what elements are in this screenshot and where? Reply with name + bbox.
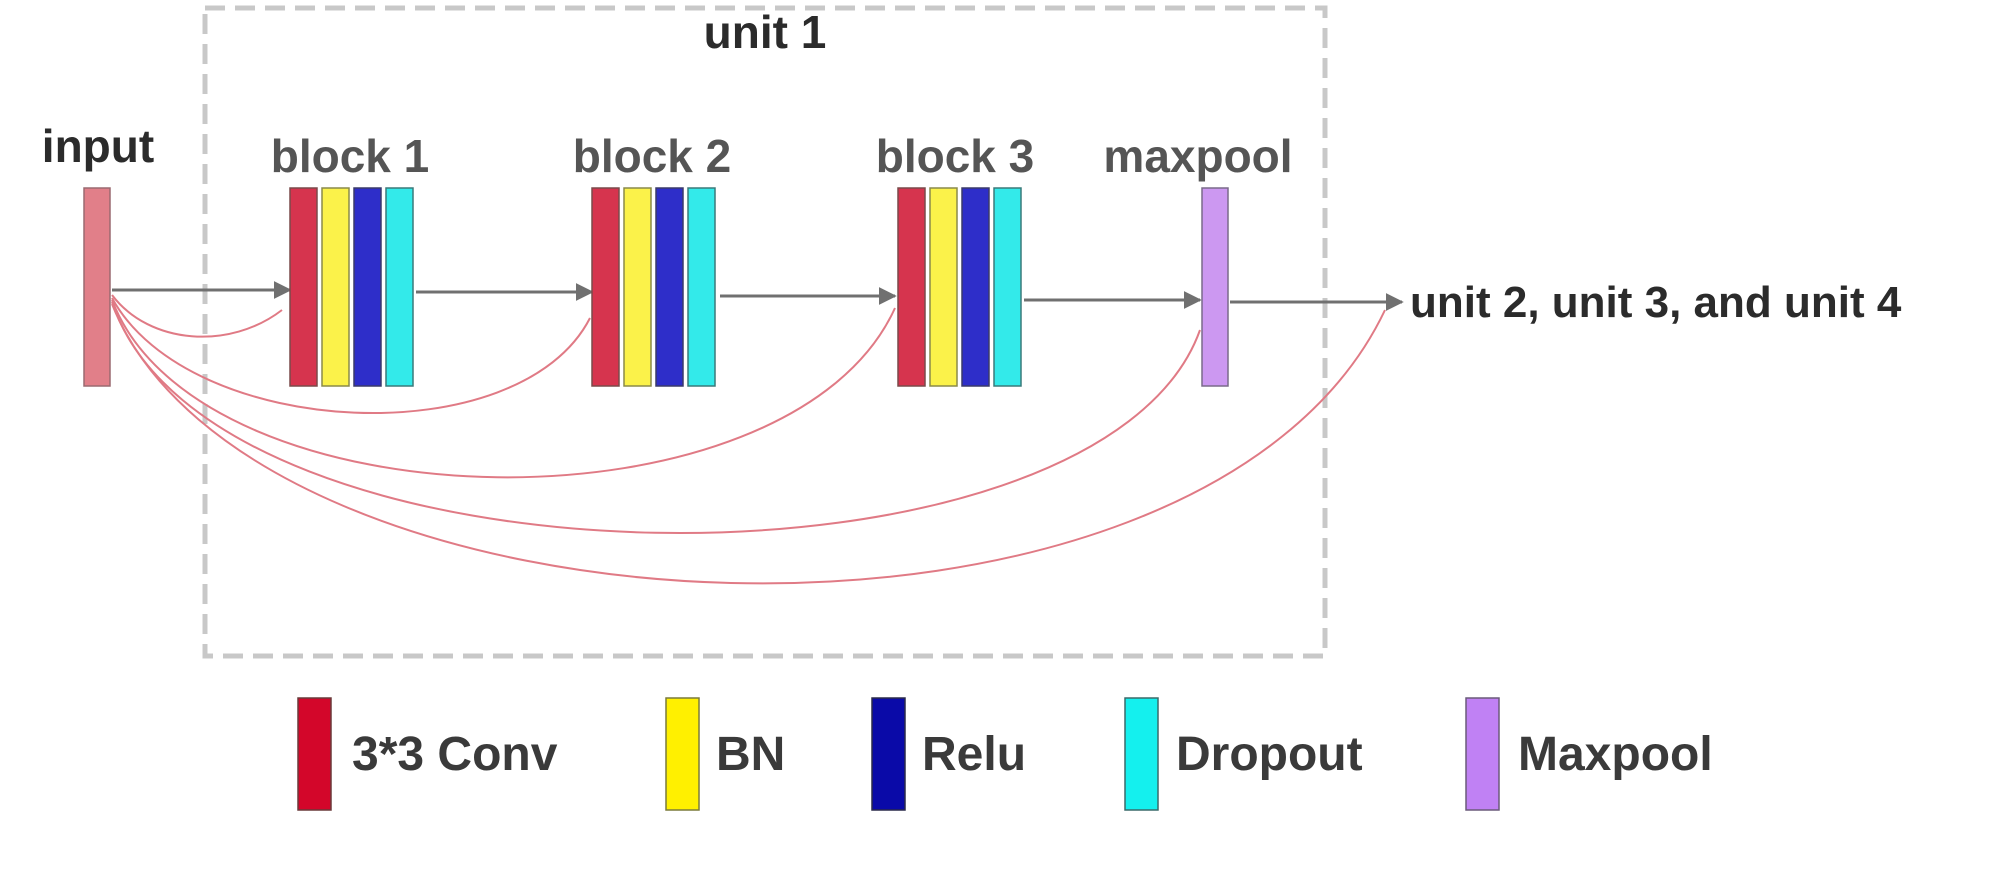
block-3-dropout xyxy=(993,187,1022,387)
block-1-relu xyxy=(353,187,382,387)
legend-swatch-relu xyxy=(871,697,906,811)
input-label: input xyxy=(42,120,154,172)
maxpool-layer xyxy=(1201,187,1229,387)
legend-swatch-conv xyxy=(297,697,332,811)
block-2-dropout xyxy=(687,187,716,387)
block-2-relu xyxy=(655,187,684,387)
block-3-conv xyxy=(897,187,926,387)
legend-swatch-bn xyxy=(665,697,700,811)
legend-label-relu: Relu xyxy=(922,728,1026,781)
legend-swatch-dropout xyxy=(1124,697,1159,811)
unit-1-box xyxy=(202,5,1328,659)
block-1 xyxy=(289,187,414,387)
skip-connection-block-1 xyxy=(111,294,283,338)
legend-label-dropout: Dropout xyxy=(1176,728,1363,781)
skip-connection-maxpool xyxy=(111,301,1201,534)
input-layer xyxy=(83,187,111,387)
legend-label-bn: BN xyxy=(716,728,785,781)
block-3-bn xyxy=(929,187,958,387)
unit-1-title: unit 1 xyxy=(704,6,827,58)
block-2 xyxy=(591,187,716,387)
block-1-dropout xyxy=(385,187,414,387)
skip-connections xyxy=(111,294,1386,585)
block-2-bn xyxy=(623,187,652,387)
output-label: unit 2, unit 3, and unit 4 xyxy=(1410,278,1902,327)
legend: 3*3 Conv BN Relu Dropout Maxpool xyxy=(297,697,1713,811)
block-1-conv xyxy=(289,187,318,387)
skip-connection-output xyxy=(111,303,1386,585)
legend-swatch-maxpool xyxy=(1465,697,1500,811)
legend-label-conv: 3*3 Conv xyxy=(352,728,558,781)
block-2-conv xyxy=(591,187,620,387)
block-3-label: block 3 xyxy=(876,130,1035,182)
block-3-relu xyxy=(961,187,990,387)
main-flow xyxy=(112,281,1404,311)
block-2-label: block 2 xyxy=(573,130,732,182)
block-1-label: block 1 xyxy=(271,130,430,182)
skip-connection-block-3 xyxy=(111,299,896,479)
block-1-bn xyxy=(321,187,350,387)
maxpool-label: maxpool xyxy=(1103,130,1292,182)
block-3 xyxy=(897,187,1022,387)
skip-connection-block-2 xyxy=(111,297,591,415)
legend-label-maxpool: Maxpool xyxy=(1518,728,1713,781)
